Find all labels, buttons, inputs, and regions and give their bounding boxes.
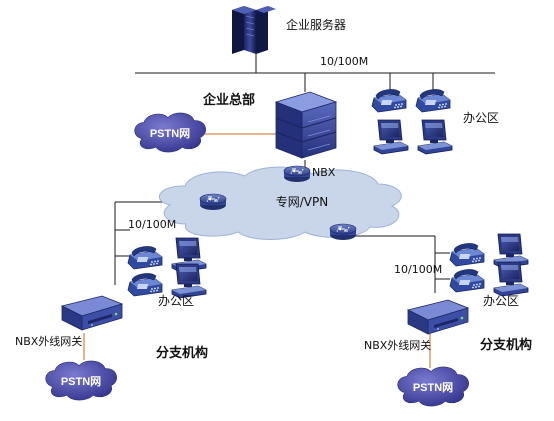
left-speed-label: 10/100M <box>128 218 176 231</box>
hq-label: 企业总部 <box>202 92 255 108</box>
network-links <box>114 47 495 293</box>
hq-office-label: 办公区 <box>463 110 499 125</box>
left-gateway-label: NBX外线网关 <box>15 334 82 348</box>
right-speed-label: 10/100M <box>394 263 442 276</box>
left-office-label: 办公区 <box>158 293 194 308</box>
right-computer-2-icon <box>493 261 529 297</box>
left-router-icon <box>199 193 227 211</box>
right-office-label: 办公区 <box>483 293 519 308</box>
right-phone-2-icon <box>449 268 485 293</box>
hq-computer-2-icon <box>417 119 453 155</box>
pstn-links <box>83 133 431 368</box>
right-branch-label: 分支机构 <box>480 337 532 353</box>
right-pstn-label: PSTN网 <box>413 381 453 394</box>
left-phone-1-icon <box>127 245 163 270</box>
left-branch-label: 分支机构 <box>156 345 208 361</box>
hq-phone-2-icon <box>415 88 451 113</box>
left-gateway-icon <box>61 295 123 331</box>
hq-computer-1-icon <box>373 119 409 155</box>
right-gateway-label: NBX外线网关 <box>364 338 431 352</box>
server-label: 企业服务器 <box>286 17 346 32</box>
server-icon <box>232 6 276 54</box>
left-pstn-cloud-icon: PSTN网 <box>45 360 118 401</box>
hq-pstn-cloud-icon: PSTN网 <box>134 112 207 153</box>
nbx-device-icon <box>274 91 338 159</box>
right-phone-1-icon <box>449 242 485 267</box>
vpn-cloud-icon: 专网/VPN <box>158 166 402 240</box>
hq-pstn-label: PSTN网 <box>150 127 190 140</box>
nbx-label: NBX <box>312 166 336 179</box>
left-pstn-label: PSTN网 <box>61 375 101 388</box>
right-router-icon <box>329 223 357 241</box>
left-phone-2-icon <box>127 272 163 297</box>
vpn-label: 专网/VPN <box>276 194 328 209</box>
hq-speed-label: 10/100M <box>320 55 368 68</box>
right-gateway-icon <box>407 299 469 335</box>
right-pstn-cloud-icon: PSTN网 <box>397 366 470 407</box>
hq-router-icon <box>283 165 311 183</box>
hq-phone-1-icon <box>371 88 407 113</box>
